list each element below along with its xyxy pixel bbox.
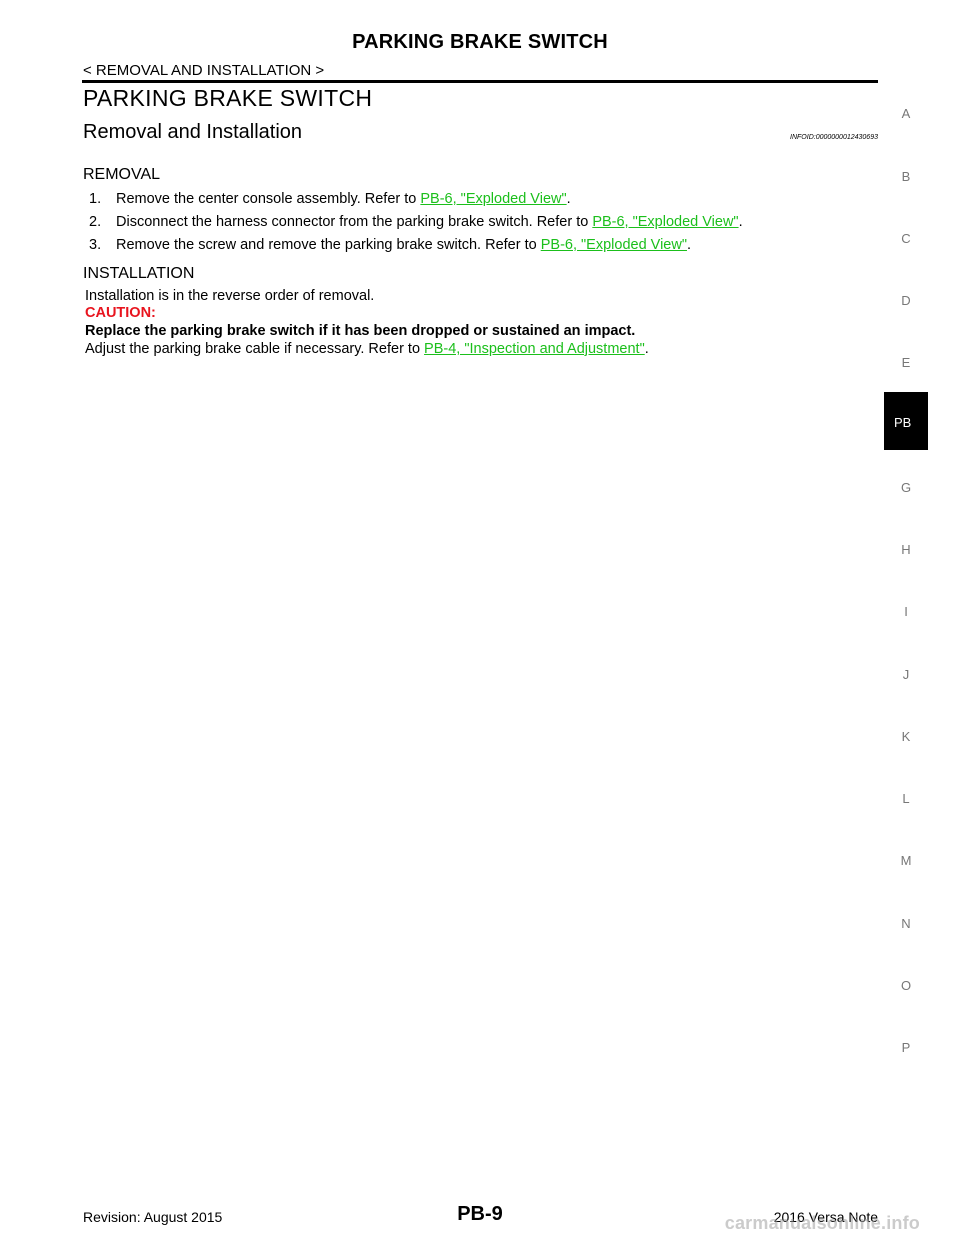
step-end: . — [566, 191, 571, 207]
side-index-o[interactable]: O — [900, 978, 912, 993]
side-index-i[interactable]: I — [904, 604, 908, 619]
side-index-e[interactable]: E — [901, 355, 911, 370]
step-number: 1. — [89, 191, 102, 207]
side-index-m[interactable]: M — [900, 853, 912, 868]
footer-watermark: carmanualsonline.info — [724, 1213, 920, 1233]
header-rule — [82, 80, 878, 83]
side-index-l[interactable]: L — [902, 791, 910, 806]
side-index-c[interactable]: C — [901, 231, 911, 246]
side-index-g[interactable]: G — [900, 480, 912, 495]
section-title: PARKING BRAKE SWITCH — [83, 85, 373, 111]
step-number: 3. — [89, 237, 102, 253]
side-index-n[interactable]: N — [901, 916, 911, 931]
side-index-k[interactable]: K — [901, 729, 911, 744]
side-index-active-label: PB — [894, 415, 912, 430]
footer-model: 2016 Versa Note — [773, 1209, 878, 1225]
removal-heading: REMOVAL — [83, 166, 161, 183]
installation-text: Installation is in the reverse order of … — [85, 288, 375, 304]
footer-page-number: PB-9 — [457, 1203, 503, 1225]
installation-heading: INSTALLATION — [83, 265, 195, 282]
side-index-d[interactable]: D — [901, 293, 911, 308]
info-id: INFOID:0000000012430693 — [790, 134, 878, 141]
adjust-end: . — [644, 341, 649, 357]
side-index-a[interactable]: A — [901, 106, 911, 121]
breadcrumb: < REMOVAL AND INSTALLATION > — [83, 62, 325, 79]
side-index-p[interactable]: P — [901, 1040, 911, 1055]
step-end: . — [738, 214, 743, 230]
adjust-text: Adjust the parking brake cable if necess… — [85, 341, 425, 357]
removal-step: 2. Disconnect the harness connector from … — [89, 214, 743, 230]
exploded-view-link[interactable]: PB-6, "Exploded View" — [420, 191, 567, 207]
step-text: Remove the screw and remove the parking … — [116, 237, 541, 253]
exploded-view-link[interactable]: PB-6, "Exploded View" — [592, 214, 739, 230]
subsection-title: Removal and Installation — [83, 121, 303, 143]
inspection-adjustment-link[interactable]: PB-4, "Inspection and Adjustment" — [424, 341, 645, 357]
side-index-h[interactable]: H — [901, 542, 911, 557]
side-index-j[interactable]: J — [902, 667, 910, 682]
step-text: Remove the center console assembly. Refe… — [116, 191, 421, 207]
side-index-active-tab[interactable]: PB — [884, 392, 928, 450]
side-index-b[interactable]: B — [901, 169, 911, 184]
caution-label: CAUTION: — [85, 305, 156, 321]
page-header-title: PARKING BRAKE SWITCH — [352, 31, 608, 53]
footer-revision: Revision: August 2015 — [83, 1209, 223, 1225]
step-text: Disconnect the harness connector from th… — [116, 214, 593, 230]
adjust-line: Adjust the parking brake cable if necess… — [85, 341, 649, 357]
removal-step: 1. Remove the center console assembly. Re… — [89, 191, 571, 207]
removal-step: 3. Remove the screw and remove the parkin… — [89, 237, 691, 253]
exploded-view-link[interactable]: PB-6, "Exploded View" — [540, 237, 687, 253]
caution-text: Replace the parking brake switch if it h… — [85, 323, 636, 339]
step-number: 2. — [89, 214, 102, 230]
step-end: . — [686, 237, 692, 253]
